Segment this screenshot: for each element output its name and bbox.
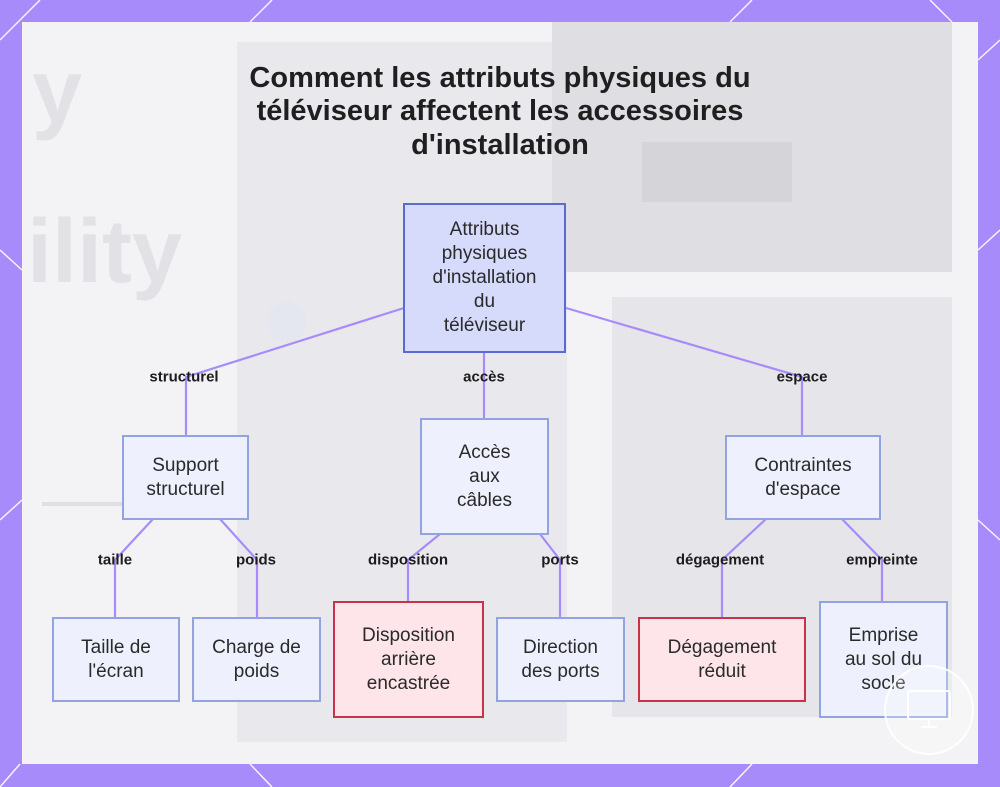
diagram-title: Comment les attributs physiques du télév… <box>200 62 800 162</box>
title-line-2: téléviseur affectent les accessoires <box>256 95 744 128</box>
blurred-background: y ility <box>22 22 978 764</box>
edge-structural-screen <box>113 518 154 618</box>
node-screen-size-label: Taille de l'écran <box>81 636 151 682</box>
edge-label-acces: accès <box>463 368 505 386</box>
edge-label-ports: ports <box>541 551 579 569</box>
node-ports-label: Direction des ports <box>521 636 600 682</box>
node-root-attributes: Attributs physiques d'installation du té… <box>403 203 566 353</box>
node-port-direction: Direction des ports <box>496 617 625 702</box>
node-cables-label: Accès aux câbles <box>457 441 512 511</box>
edge-label-structurel: structurel <box>149 368 219 386</box>
node-cable-access: Accès aux câbles <box>420 418 549 535</box>
edge-root-structural <box>184 306 405 436</box>
edge-structural-weight <box>219 518 259 618</box>
node-space-constraints: Contraintes d'espace <box>725 435 881 520</box>
node-space-label: Contraintes d'espace <box>754 454 852 500</box>
node-reduced-clearance: Dégagement réduit <box>638 617 806 702</box>
edge-label-degagement: dégagement <box>675 551 765 569</box>
node-structural-label: Support structurel <box>146 454 225 500</box>
edge-label-poids: poids <box>236 551 276 569</box>
edge-label-espace: espace <box>776 368 828 386</box>
edge-space-clearance <box>720 518 767 618</box>
node-weight-label: Charge de poids <box>212 636 301 682</box>
tv-watermark-icon <box>884 665 974 755</box>
node-weight-load: Charge de poids <box>192 617 321 702</box>
title-line-1: Comment les attributs physiques du <box>249 62 751 94</box>
edge-cables-ports <box>539 533 562 618</box>
node-screen-size: Taille de l'écran <box>52 617 180 702</box>
edge-label-empreinte: empreinte <box>846 551 918 569</box>
node-recessed-label: Disposition arrière encastrée <box>362 624 455 694</box>
node-footprint-label: Emprise au sol du socle <box>844 624 923 694</box>
title-line-3: d'installation <box>411 128 589 161</box>
node-clearance-label: Dégagement réduit <box>667 636 777 682</box>
edge-label-disposition: disposition <box>368 551 448 569</box>
edge-space-footprint <box>841 518 884 602</box>
node-root-label: Attributs physiques d'installation du té… <box>432 219 537 336</box>
edge-root-space <box>565 306 804 436</box>
svg-text:ility: ility <box>27 202 182 302</box>
edge-cables-recessed <box>406 533 441 602</box>
edge-label-taille: taille <box>97 551 133 569</box>
node-structural-support: Support structurel <box>122 435 249 520</box>
svg-text:y: y <box>32 42 82 142</box>
node-recessed-layout: Disposition arrière encastrée <box>333 601 484 718</box>
